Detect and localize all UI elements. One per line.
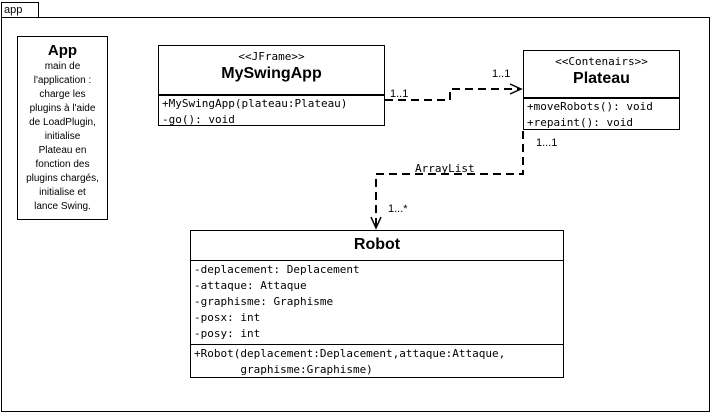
- association-label: ArrayList: [415, 162, 475, 175]
- class-name: Plateau: [573, 70, 630, 87]
- class-robot[interactable]: Robot -deplacement: Deplacement -attaque…: [190, 230, 564, 378]
- note-line: plugins à l'aide: [29, 103, 96, 114]
- note-line: initialise: [44, 131, 81, 142]
- class-header: <<Contenairs>> Plateau: [524, 51, 679, 98]
- association-app-plateau[interactable]: [385, 88, 520, 101]
- operation: +Robot(deplacement:Deplacement,attaque:A…: [194, 347, 506, 360]
- multiplicity-app-end: 1..1: [390, 88, 409, 100]
- class-attributes: -deplacement: Deplacement -attaque: Atta…: [191, 261, 563, 345]
- attribute: -attaque: Attaque: [194, 279, 307, 292]
- package-name: app: [4, 4, 23, 16]
- class-name: Robot: [353, 236, 401, 253]
- class-header: Robot: [191, 231, 563, 261]
- operation: +moveRobots(): void: [527, 100, 653, 113]
- note-line: plugins chargés,: [26, 173, 99, 184]
- note-line: main de: [44, 61, 81, 72]
- note-app[interactable]: App main de l'application : charge les p…: [17, 36, 108, 220]
- note-line: de LoadPlugin,: [29, 117, 96, 128]
- note-line: charge les: [39, 89, 86, 100]
- attribute: -deplacement: Deplacement: [194, 263, 360, 276]
- arrowhead-robot: [370, 216, 382, 230]
- operation: graphisme:Graphisme): [194, 363, 373, 376]
- arrowhead-plateau: [509, 83, 523, 95]
- note-title: App: [47, 42, 78, 59]
- operation: +MySwingApp(plateau:Plateau): [162, 97, 348, 110]
- class-operations: +MySwingApp(plateau:Plateau) -go(): void: [159, 96, 384, 128]
- package-frame: [1, 17, 710, 412]
- class-attributes: [524, 98, 679, 99]
- operation: +repaint(): void: [527, 116, 633, 129]
- class-operations: +Robot(deplacement:Deplacement,attaque:A…: [191, 345, 563, 378]
- association-plateau-robot[interactable]: [375, 131, 524, 226]
- note-line: lance Swing.: [34, 201, 91, 212]
- class-plateau[interactable]: <<Contenairs>> Plateau +moveRobots(): vo…: [523, 50, 680, 130]
- class-name: MySwingApp: [221, 65, 322, 82]
- operation: -go(): void: [162, 113, 235, 126]
- note-line: fonction des: [35, 159, 90, 170]
- attribute: -posx: int: [194, 311, 261, 324]
- class-stereotype: <<JFrame>>: [238, 50, 305, 63]
- class-header: <<JFrame>> MySwingApp: [159, 46, 384, 95]
- class-myswingapp[interactable]: <<JFrame>> MySwingApp +MySwingApp(platea…: [158, 45, 385, 126]
- class-operations: +moveRobots(): void +repaint(): void: [524, 99, 679, 131]
- note-description: main de l'application : charge les plugi…: [18, 60, 107, 214]
- attribute: -graphisme: Graphisme: [194, 295, 334, 308]
- attribute: -posy: int: [194, 327, 261, 340]
- note-line: initialise et: [39, 187, 86, 198]
- note-line: l'application :: [33, 75, 92, 86]
- note-line: Plateau en: [38, 145, 87, 156]
- class-stereotype: <<Contenairs>>: [555, 55, 648, 68]
- class-attributes: [159, 95, 384, 96]
- multiplicity-plateau-end: 1..1: [492, 68, 511, 80]
- multiplicity-robot-end: 1...*: [388, 203, 408, 215]
- multiplicity-plateau-source: 1...1: [536, 137, 558, 149]
